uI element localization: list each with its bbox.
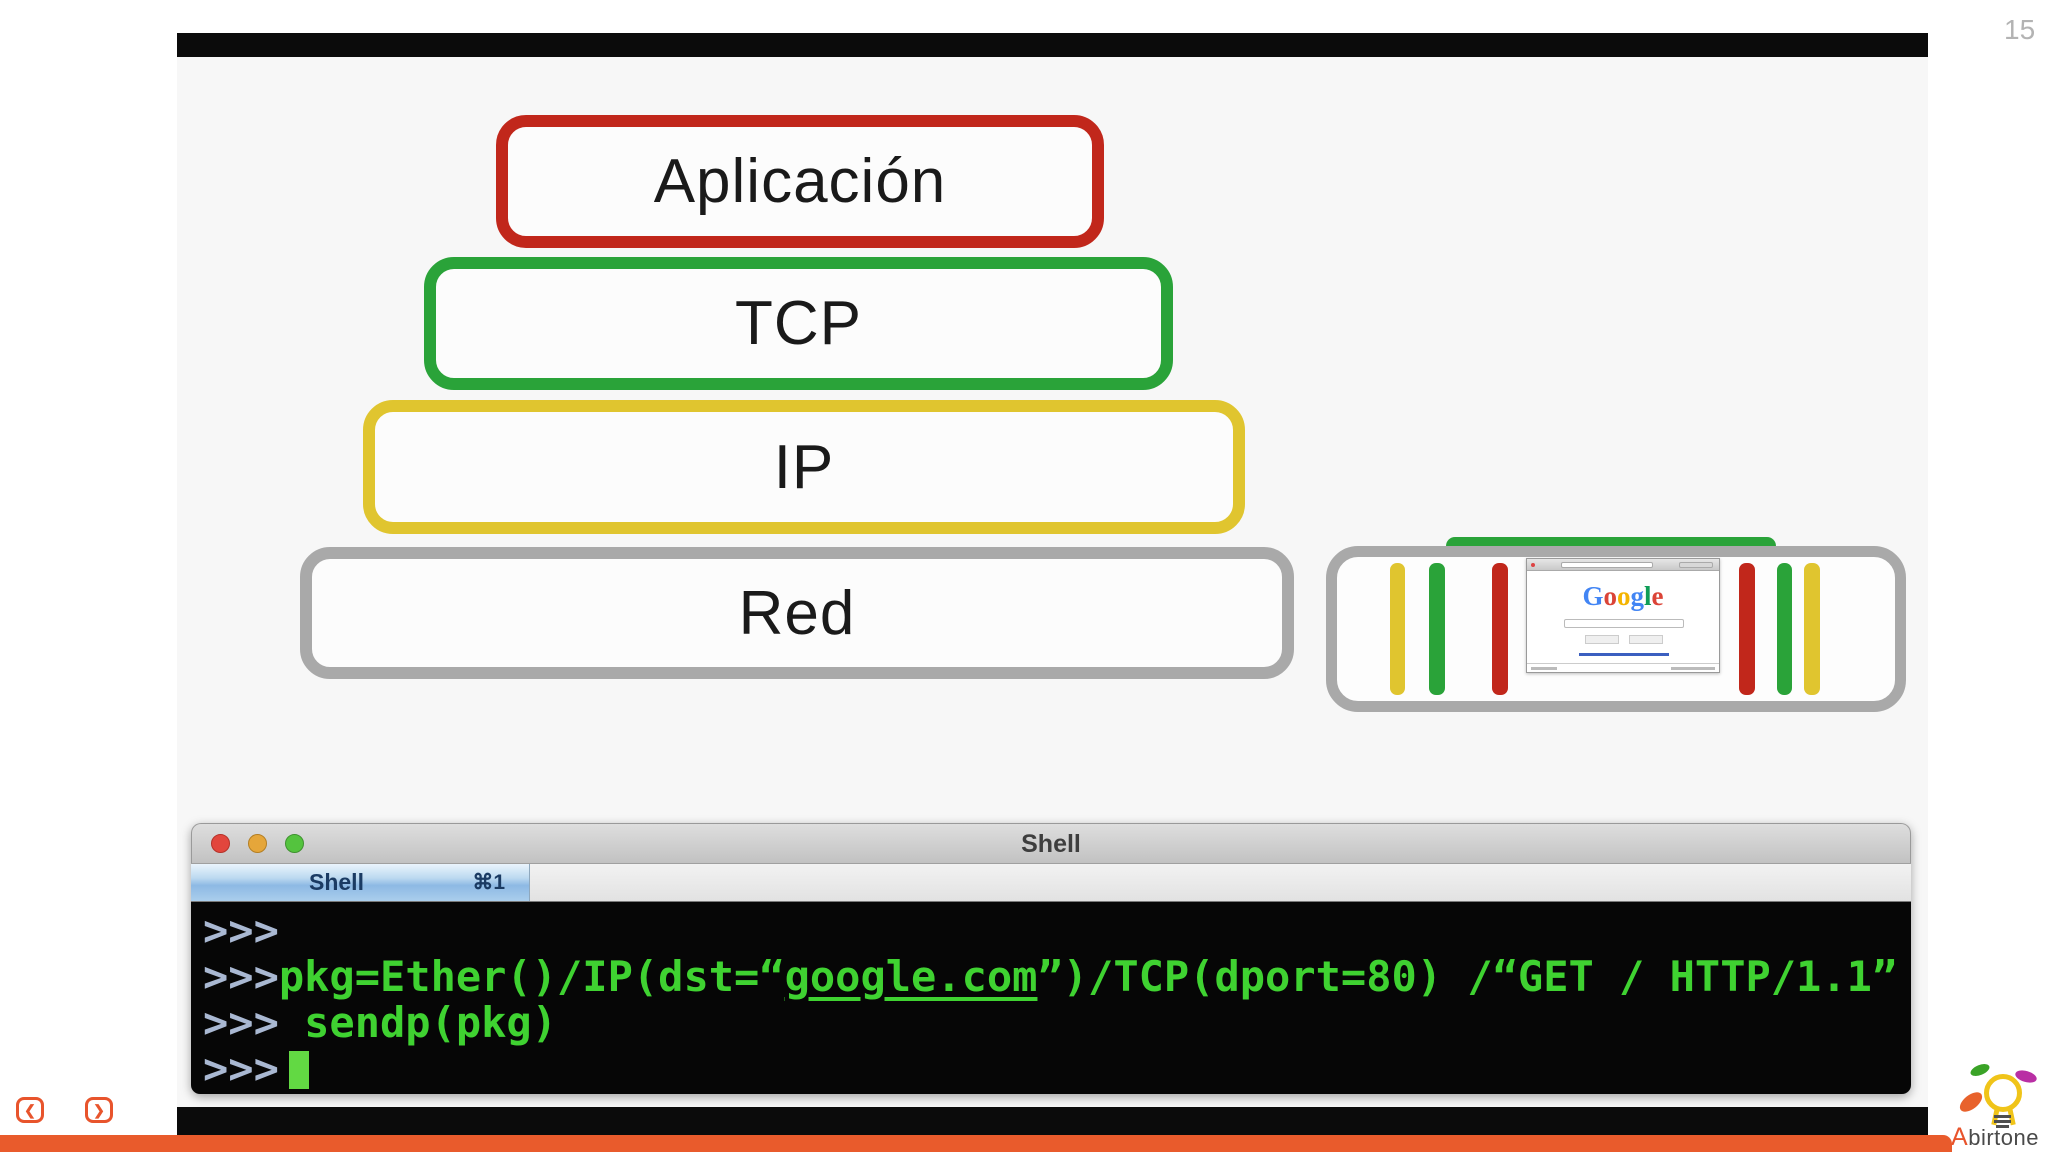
- packet-outer-box: Google: [1326, 546, 1906, 712]
- mini-browser-titlebar: [1527, 559, 1719, 571]
- terminal-command-hostname: google.com: [784, 952, 1038, 1001]
- terminal-prompt: >>>: [203, 952, 279, 1001]
- brand-rest: birtone: [1968, 1125, 2039, 1150]
- terminal-command: ”)/TCP(dport=80) /“GET / HTTP/1.1”: [1037, 952, 1898, 1001]
- slide-top-bar: [177, 33, 1928, 57]
- packet-bar-yellow-left: [1390, 563, 1405, 695]
- abirtone-logo: Abirtone: [1943, 1058, 2047, 1152]
- minimize-button[interactable]: [248, 834, 267, 853]
- slide-canvas: Aplicación TCP IP Red Google: [177, 33, 1928, 1136]
- status-text-left: [1531, 667, 1557, 670]
- previous-slide-button[interactable]: ❮: [16, 1097, 44, 1123]
- window-title: Shell: [1021, 830, 1081, 858]
- stack-box-red: Red: [300, 547, 1294, 679]
- packet-bar-red-right: [1739, 563, 1755, 695]
- google-link-line: [1579, 653, 1669, 656]
- stack-box-ip: IP: [363, 400, 1245, 534]
- google-lucky-button: [1629, 635, 1663, 644]
- terminal-line: >>>: [203, 1046, 1911, 1092]
- stack-box-tcp-label: TCP: [735, 289, 862, 358]
- google-logo-letter: g: [1630, 581, 1645, 611]
- shell-window: Shell Shell ⌘1 >>> >>>pkg=Ether()/IP(dst…: [191, 823, 1911, 1094]
- lightbulb-base: [1994, 1120, 2011, 1123]
- stack-box-ip-label: IP: [773, 432, 835, 502]
- terminal-command: pkg=Ether()/IP(dst=“: [278, 952, 785, 1001]
- maximize-button[interactable]: [285, 834, 304, 853]
- terminal-prompt: >>>: [203, 906, 279, 955]
- browser-controls: [1679, 562, 1713, 568]
- close-button[interactable]: [211, 834, 230, 853]
- logo-leaf-orange-icon: [1956, 1088, 1986, 1116]
- slide-bottom-bar: [177, 1107, 1928, 1135]
- google-search-box: [1564, 619, 1684, 628]
- terminal-line: >>> sendp(pkg): [203, 1000, 1911, 1046]
- google-logo-letter: e: [1651, 581, 1664, 611]
- google-logo-letter: G: [1582, 581, 1604, 611]
- brand-name: Abirtone: [1943, 1123, 2047, 1152]
- lightbulb-base: [1996, 1125, 2009, 1128]
- terminal-line: >>>pkg=Ether()/IP(dst=“google.com”)/TCP(…: [203, 954, 1911, 1000]
- google-logo-letter: l: [1644, 581, 1652, 611]
- terminal-output[interactable]: >>> >>>pkg=Ether()/IP(dst=“google.com”)/…: [191, 902, 1911, 1094]
- terminal-prompt: >>>: [203, 998, 279, 1047]
- mini-browser-window: Google: [1526, 558, 1720, 673]
- packet-bar-green-right: [1777, 563, 1792, 695]
- next-slide-button[interactable]: ❯: [85, 1097, 113, 1123]
- terminal-cursor: [288, 1051, 309, 1089]
- terminal-prompt: >>>: [203, 1044, 279, 1093]
- chevron-right-icon: ❯: [93, 1101, 105, 1118]
- stack-box-red-label: Red: [738, 578, 856, 648]
- google-logo-letter: o: [1603, 581, 1618, 611]
- logo-leaf-green-icon: [1968, 1061, 1992, 1079]
- status-text-right: [1671, 667, 1715, 670]
- footer-accent-bar: [0, 1135, 1952, 1152]
- stack-box-aplicacion-label: Aplicación: [653, 147, 947, 216]
- google-search-button: [1585, 635, 1619, 644]
- packet-bar-red-left: [1492, 563, 1508, 695]
- tab-label: Shell: [309, 869, 364, 895]
- shell-titlebar[interactable]: Shell: [191, 823, 1911, 863]
- lightbulb-icon: [1984, 1074, 2022, 1112]
- browser-address-bar: [1561, 562, 1653, 568]
- lightbulb-base: [1994, 1115, 2011, 1118]
- google-logo-letter: o: [1617, 581, 1631, 611]
- terminal-line: >>>: [203, 908, 1911, 954]
- terminal-command: sendp(pkg): [278, 998, 558, 1047]
- chevron-left-icon: ❮: [24, 1101, 36, 1118]
- browser-close-icon: [1531, 563, 1535, 567]
- stack-box-aplicacion: Aplicación: [496, 115, 1104, 248]
- tab-shortcut: ⌘1: [472, 871, 505, 894]
- packet-graphic: Google: [1326, 537, 1906, 712]
- google-logo: Google: [1527, 583, 1719, 610]
- brand-first-letter: A: [1951, 1123, 1969, 1151]
- packet-bar-yellow-right: [1804, 563, 1820, 695]
- shell-tab-bar: Shell ⌘1: [191, 863, 1911, 902]
- tab-shell[interactable]: Shell ⌘1: [191, 864, 530, 901]
- stack-box-tcp: TCP: [424, 257, 1173, 390]
- packet-bar-green-left: [1429, 563, 1445, 695]
- page-number: 15: [2004, 14, 2036, 45]
- browser-status-bar: [1527, 663, 1719, 672]
